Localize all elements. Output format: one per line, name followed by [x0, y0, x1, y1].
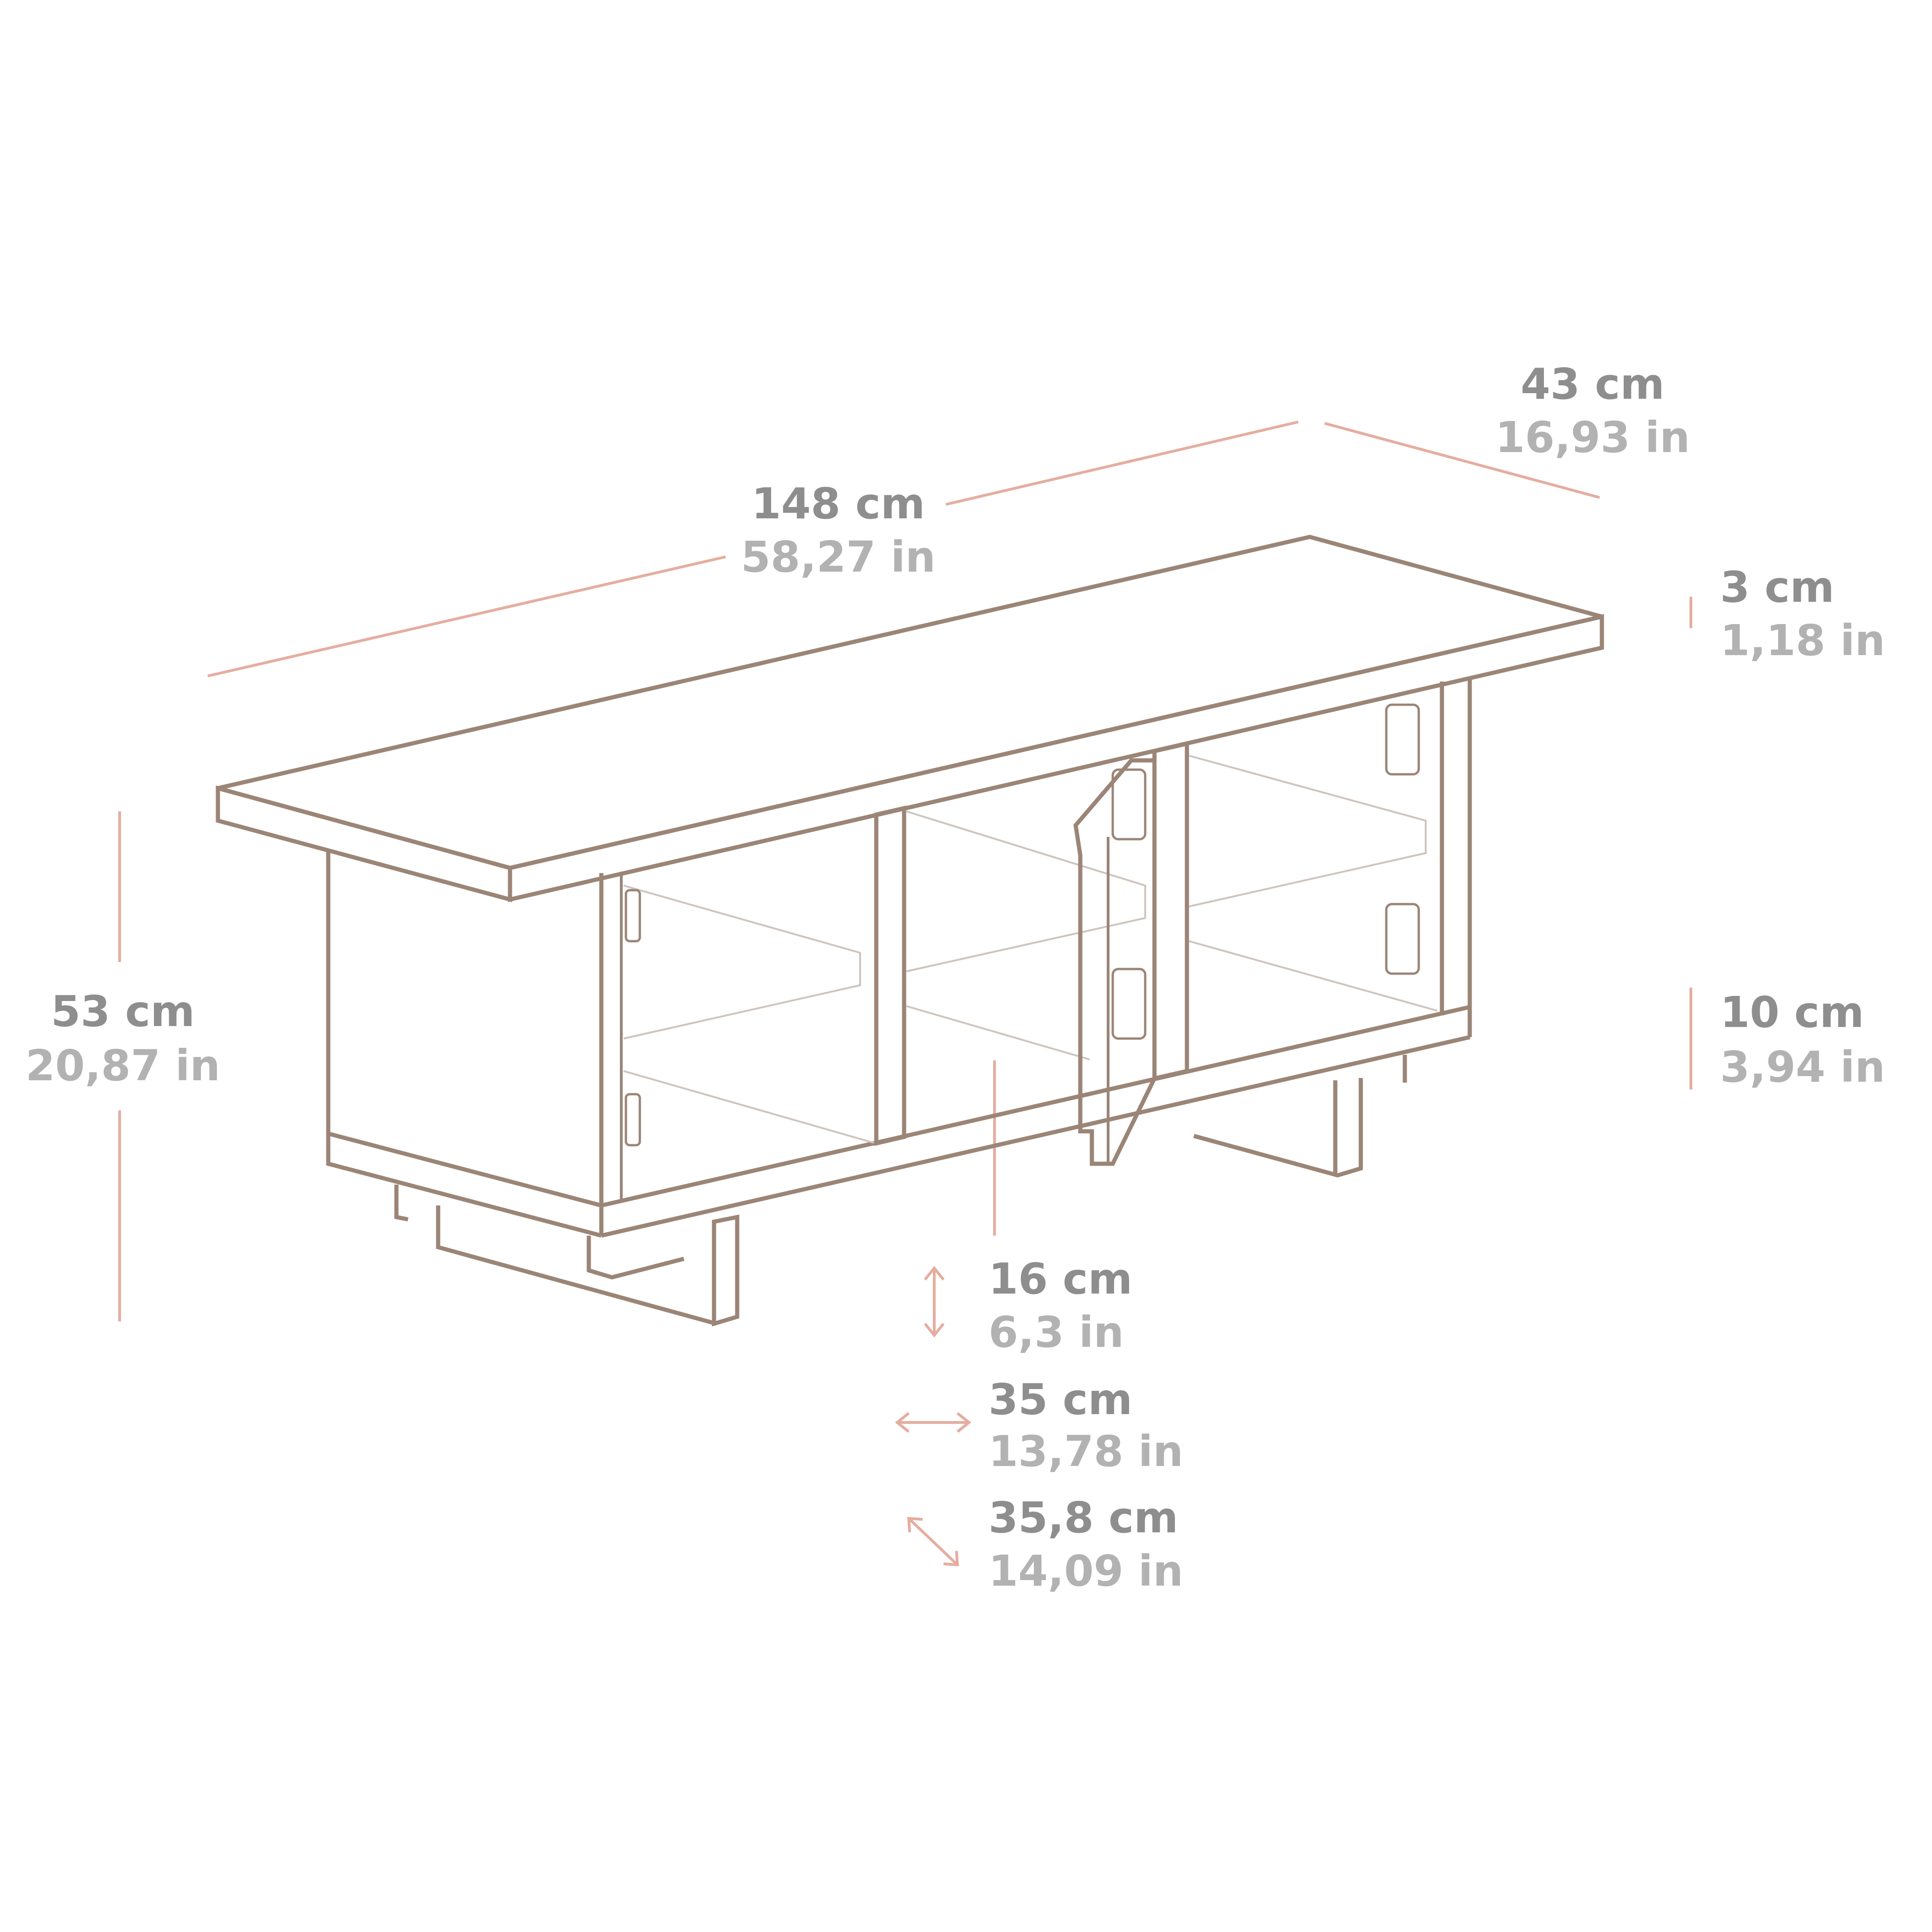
- compartment-height-label: 16 cm 6,3 in: [988, 1254, 1132, 1357]
- tabletop: [216, 535, 1604, 902]
- compartment-diagonal-label: 35,8 cm 14,09 in: [988, 1493, 1183, 1596]
- compartment-width-label: 35 cm 13,78 in: [988, 1375, 1183, 1476]
- depth-label: 43 cm 16,93 in: [1495, 359, 1690, 462]
- open-door: [1073, 758, 1157, 1166]
- compartment-diagonal-cm: 35,8 cm: [988, 1493, 1178, 1543]
- left-side-panel: [326, 849, 602, 1238]
- compartment-width-in: 13,78 in: [988, 1427, 1183, 1476]
- height-label: 53 cm 20,87 in: [26, 987, 220, 1090]
- tv-bench-drawing: [216, 535, 1604, 1327]
- vertical-arrow-icon: [924, 1266, 945, 1338]
- top-thickness-in: 1,18 in: [1720, 616, 1885, 665]
- depth-in: 16,93 in: [1495, 413, 1690, 462]
- compartment-height-in: 6,3 in: [988, 1307, 1124, 1357]
- top-thickness-cm: 3 cm: [1720, 562, 1834, 612]
- front-frame: [599, 677, 1472, 1238]
- hinge-icon: [1385, 903, 1420, 975]
- diagonal-arrow-icon: [907, 1517, 959, 1567]
- hinges: [625, 703, 1420, 1147]
- width-label: 148 cm 58,27 in: [741, 479, 936, 582]
- hinge-icon: [625, 889, 641, 943]
- compartment-width-cm: 35 cm: [988, 1375, 1132, 1424]
- height-cm: 53 cm: [51, 987, 195, 1036]
- compartment-height-cm: 16 cm: [988, 1254, 1132, 1304]
- width-cm: 148 cm: [752, 479, 925, 529]
- depth-cm: 43 cm: [1521, 359, 1664, 409]
- width-dimension-line-left: [207, 555, 726, 677]
- inner-shelves: [623, 755, 1438, 1144]
- hinge-icon: [1111, 968, 1147, 1040]
- dimension-lines: [118, 421, 1692, 1321]
- leg-height-in: 3,94 in: [1720, 1042, 1885, 1092]
- hinge-icon: [625, 1093, 641, 1147]
- height-in: 20,87 in: [26, 1041, 220, 1090]
- top-thickness-label: 3 cm 1,18 in: [1720, 562, 1885, 665]
- hinge-icon: [1385, 703, 1420, 776]
- leg-height-cm: 10 cm: [1720, 988, 1864, 1037]
- horizontal-arrow-icon: [895, 1412, 971, 1433]
- leg-height-label: 10 cm 3,94 in: [1720, 988, 1885, 1092]
- depth-dimension-line: [1324, 422, 1600, 499]
- hinge-icon: [1111, 768, 1147, 841]
- compartment-diagonal-in: 14,09 in: [988, 1546, 1183, 1596]
- width-in: 58,27 in: [741, 532, 936, 582]
- base-legs: [394, 1055, 1407, 1327]
- width-dimension-line-right: [945, 421, 1299, 506]
